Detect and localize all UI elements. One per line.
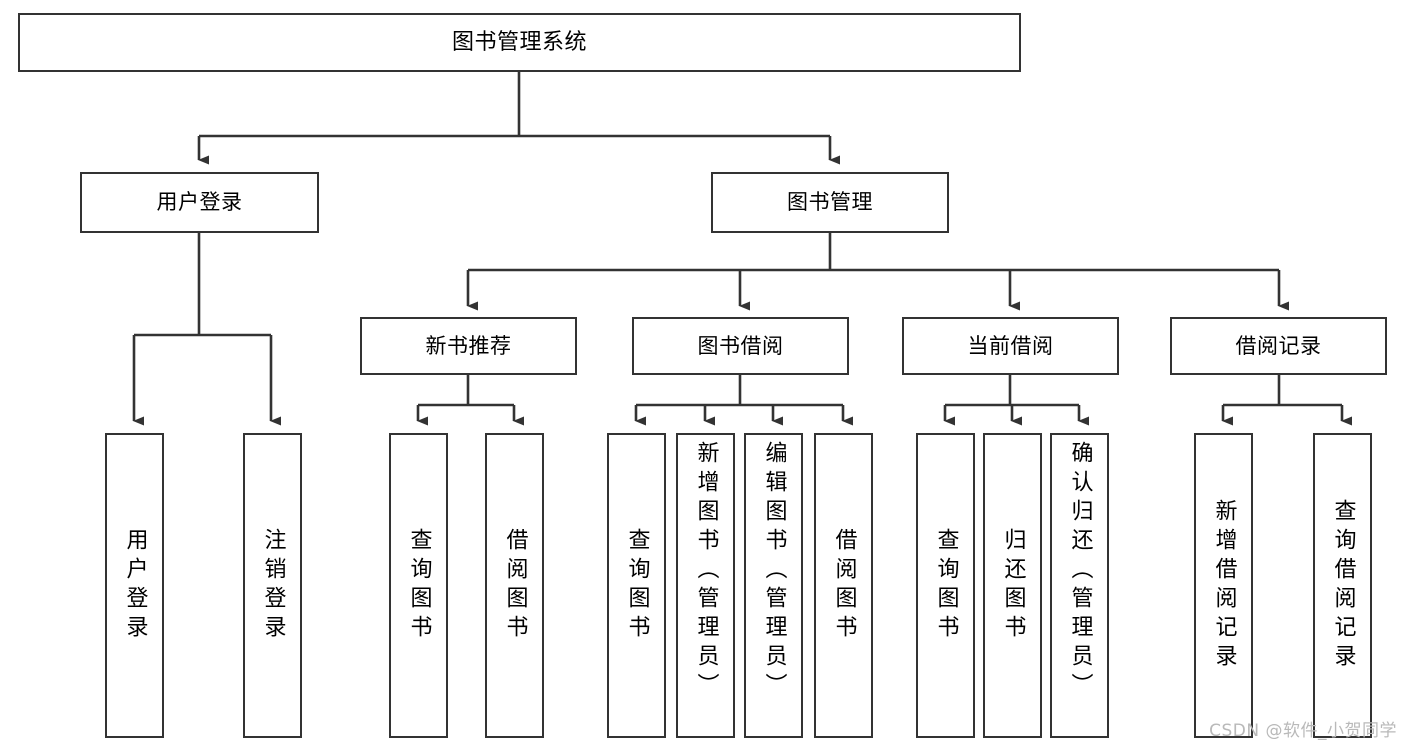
node-label: 图书管理系统: [451, 29, 587, 55]
node-label: 图书管理: [787, 190, 873, 215]
csdn-watermark: CSDN @软件_小贺同学: [1209, 721, 1397, 741]
node-leaf-query-book-borrow[interactable]: 查询图书: [607, 433, 666, 738]
node-label: 查询借阅记录: [1330, 498, 1356, 673]
node-borrow-record[interactable]: 借阅记录: [1170, 317, 1387, 375]
node-leaf-query-book-recommendation[interactable]: 查询图书: [389, 433, 448, 738]
node-leaf-confirm-return-admin[interactable]: 确认归还（管理员）: [1050, 433, 1109, 738]
node-label: 借阅图书: [502, 527, 528, 644]
node-leaf-borrow-book[interactable]: 借阅图书: [814, 433, 873, 738]
node-leaf-user-login[interactable]: 用户登录: [105, 433, 164, 738]
node-label: 归还图书: [1000, 527, 1026, 644]
node-label: 注销登录: [260, 527, 286, 644]
node-label: 新书推荐: [425, 333, 512, 358]
node-label: 查询图书: [624, 527, 650, 644]
node-label: 当前借阅: [967, 333, 1054, 358]
node-label: 编辑图书（管理员）: [761, 441, 787, 702]
node-leaf-add-book-admin[interactable]: 新增图书（管理员）: [676, 433, 735, 738]
node-leaf-edit-book-admin[interactable]: 编辑图书（管理员）: [744, 433, 803, 738]
node-new-book-recommendation[interactable]: 新书推荐: [360, 317, 577, 375]
node-label: 图书借阅: [697, 333, 784, 358]
node-leaf-add-borrow-record[interactable]: 新增借阅记录: [1194, 433, 1253, 738]
node-user-login[interactable]: 用户登录: [80, 172, 319, 233]
node-label: 新增借阅记录: [1211, 498, 1237, 673]
node-label: 借阅图书: [831, 527, 857, 644]
node-label: 查询图书: [406, 527, 432, 644]
node-leaf-query-book-current[interactable]: 查询图书: [916, 433, 975, 738]
node-label: 确认归还（管理员）: [1067, 441, 1093, 702]
node-book-borrow[interactable]: 图书借阅: [632, 317, 849, 375]
node-leaf-query-borrow-record[interactable]: 查询借阅记录: [1313, 433, 1372, 738]
node-current-borrow[interactable]: 当前借阅: [902, 317, 1119, 375]
node-label: 查询图书: [933, 527, 959, 644]
node-label: 新增图书（管理员）: [693, 441, 719, 702]
node-leaf-return-book[interactable]: 归还图书: [983, 433, 1042, 738]
node-label: 用户登录: [156, 190, 243, 215]
node-book-manage[interactable]: 图书管理: [711, 172, 949, 233]
node-leaf-logout[interactable]: 注销登录: [243, 433, 302, 738]
node-root-book-management-system[interactable]: 图书管理系统: [18, 13, 1021, 72]
node-label: 用户登录: [122, 527, 148, 644]
node-label: 借阅记录: [1235, 333, 1322, 358]
node-leaf-borrow-book-recommendation[interactable]: 借阅图书: [485, 433, 544, 738]
